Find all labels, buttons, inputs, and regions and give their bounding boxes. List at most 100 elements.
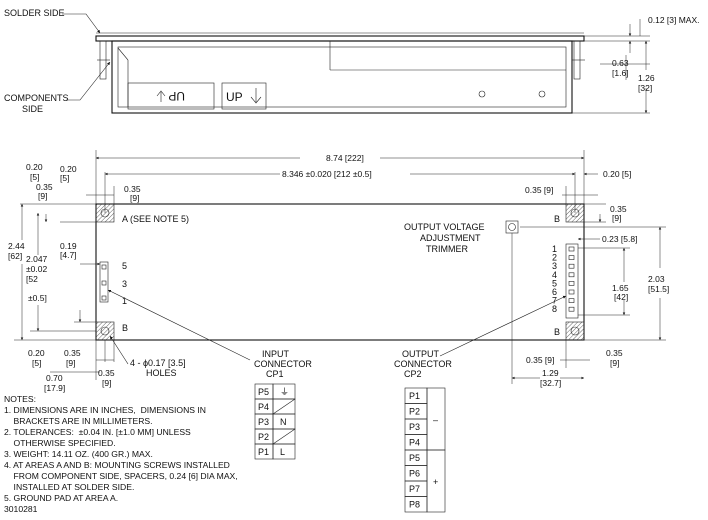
note-line: INSTALLED AT SOLDER SIDE. bbox=[4, 482, 135, 492]
svg-text:[1.6]: [1.6] bbox=[612, 68, 629, 78]
svg-text:[62]: [62] bbox=[8, 251, 22, 261]
svg-text:[32.7]: [32.7] bbox=[540, 378, 561, 388]
svg-text:0.20 [5]: 0.20 [5] bbox=[603, 169, 631, 179]
cp2-pin-number: 8 bbox=[552, 304, 557, 314]
svg-text:8.74 [222]: 8.74 [222] bbox=[326, 153, 364, 163]
svg-text:ADJUSTMENT: ADJUSTMENT bbox=[420, 233, 481, 243]
svg-text:5: 5 bbox=[122, 261, 127, 271]
board-outline bbox=[95, 203, 585, 341]
cp2-pin-label: P2 bbox=[409, 407, 420, 417]
cp2-pin-label: P4 bbox=[409, 438, 420, 448]
cp1-pin-label: P3 bbox=[258, 417, 269, 427]
note-line: 4. AT AREAS A AND B: MOUNTING SCREWS INS… bbox=[4, 460, 230, 470]
svg-text:OUTPUT: OUTPUT bbox=[402, 349, 440, 359]
cp2-minus-label: – bbox=[433, 415, 438, 425]
note-line: 1. DIMENSIONS ARE IN INCHES, DIMENSIONS … bbox=[4, 405, 206, 415]
svg-text:[9]: [9] bbox=[66, 358, 75, 368]
svg-text:[9]: [9] bbox=[612, 213, 621, 223]
cp2-pin-label: P1 bbox=[409, 391, 420, 401]
note-line: OTHERWISE SPECIFIED. bbox=[4, 438, 116, 448]
cp2-pin-number: 5 bbox=[552, 278, 557, 288]
svg-text:0.35 [9]: 0.35 [9] bbox=[526, 355, 554, 365]
notes-block: NOTES: 1. DIMENSIONS ARE IN INCHES, DIME… bbox=[4, 394, 254, 504]
svg-text:B: B bbox=[554, 214, 560, 224]
svg-text:[9]: [9] bbox=[130, 193, 139, 203]
voltage-trimmer bbox=[505, 220, 519, 234]
svg-text:INPUT: INPUT bbox=[262, 349, 290, 359]
svg-text:0.19: 0.19 bbox=[60, 241, 77, 251]
note-line: 3. WEIGHT: 14.11 OZ. (400 GR.) MAX. bbox=[4, 449, 153, 459]
svg-text:0.35: 0.35 bbox=[98, 368, 115, 378]
svg-text:[9]: [9] bbox=[610, 358, 619, 368]
cp2-pin bbox=[568, 298, 575, 303]
svg-text:[9]: [9] bbox=[38, 191, 47, 201]
cp2-pin bbox=[568, 306, 575, 312]
cp1-pin-label: P1 bbox=[258, 447, 269, 457]
svg-text:0.35: 0.35 bbox=[64, 348, 81, 358]
svg-text:CONNECTOR: CONNECTOR bbox=[394, 359, 452, 369]
cp2-pin-number: 7 bbox=[552, 296, 557, 306]
cp2-pin-number: 2 bbox=[552, 253, 557, 263]
cp1-pin-label: P5 bbox=[258, 387, 269, 397]
svg-text:[5]: [5] bbox=[32, 358, 41, 368]
mounting-pad-b-left bbox=[95, 321, 115, 341]
svg-text:2.047: 2.047 bbox=[26, 254, 48, 264]
svg-text:SIDE: SIDE bbox=[22, 104, 43, 114]
cp1-function: ⏚ bbox=[280, 387, 289, 397]
svg-text:0.35: 0.35 bbox=[606, 348, 623, 358]
svg-text:1.29: 1.29 bbox=[542, 368, 559, 378]
cp2-pin bbox=[568, 246, 575, 252]
cp2-pin bbox=[568, 289, 575, 295]
up-label bbox=[221, 82, 267, 110]
svg-text:0.35 [9]: 0.35 [9] bbox=[525, 185, 553, 195]
cp2-pin-label: P6 bbox=[409, 469, 420, 479]
cp2-pin-label: P7 bbox=[409, 484, 420, 494]
svg-text:UP: UP bbox=[226, 90, 243, 104]
document-number: 3010281 bbox=[4, 504, 38, 514]
svg-text:0.35: 0.35 bbox=[610, 204, 627, 214]
cp2-pin-number: 4 bbox=[552, 270, 557, 280]
svg-text:[5]: [5] bbox=[30, 172, 39, 182]
svg-text:1.26: 1.26 bbox=[638, 73, 655, 83]
note-line: 5. GROUND PAD AT AREA A. bbox=[4, 493, 119, 503]
svg-text:0.20: 0.20 bbox=[26, 162, 43, 172]
note-line: FROM COMPONENT SIDE, SPACERS, 0.24 [6] D… bbox=[4, 471, 238, 481]
cp2-plus-label: + bbox=[433, 477, 438, 487]
svg-text:[52: [52 bbox=[26, 274, 38, 284]
svg-text:0.70: 0.70 bbox=[46, 373, 63, 383]
svg-text:[9]: [9] bbox=[102, 378, 111, 388]
svg-text:[5]: [5] bbox=[60, 173, 69, 183]
cp2-pin-number: 3 bbox=[552, 261, 557, 271]
svg-text:HOLES: HOLES bbox=[146, 368, 177, 378]
svg-text:±0.02: ±0.02 bbox=[26, 264, 47, 274]
cp2-pin bbox=[568, 255, 575, 260]
svg-text:0.35: 0.35 bbox=[36, 182, 53, 192]
pcb-board bbox=[95, 35, 585, 42]
cp1-unused-slash bbox=[272, 398, 296, 415]
svg-text:B: B bbox=[554, 327, 560, 337]
svg-text:[32]: [32] bbox=[638, 83, 652, 93]
notes-title: NOTES: bbox=[4, 394, 36, 404]
cp1-pin-label: P2 bbox=[258, 432, 269, 442]
svg-text:0.12 [3] MAX.: 0.12 [3] MAX. bbox=[648, 15, 700, 25]
svg-text:1.65: 1.65 bbox=[612, 283, 629, 293]
mounting-pad-b-bottom-right bbox=[565, 321, 585, 341]
cp1-function: N bbox=[280, 417, 287, 427]
cp2-pin bbox=[568, 263, 575, 269]
svg-text:0.23 [5.8]: 0.23 [5.8] bbox=[602, 234, 637, 244]
cp2-pin-number: 6 bbox=[552, 287, 557, 297]
svg-text:[42]: [42] bbox=[614, 292, 628, 302]
top-view: A (SEE NOTE 5) B B B 5 3 1 OUTPUT VOLTAG… bbox=[8, 150, 669, 393]
svg-text:8.346 ±0.020 [212 ±0.5]: 8.346 ±0.020 [212 ±0.5] bbox=[282, 169, 372, 179]
svg-text:CP2: CP2 bbox=[404, 369, 422, 379]
svg-text:2.03: 2.03 bbox=[648, 274, 665, 284]
cp2-pin-label: P3 bbox=[409, 422, 420, 432]
cp2-pin-label: P8 bbox=[409, 500, 420, 510]
svg-text:CONNECTOR: CONNECTOR bbox=[254, 359, 312, 369]
cp2-pin bbox=[568, 281, 575, 286]
cp2-pin-label: P5 bbox=[409, 453, 420, 463]
up-label-inverted bbox=[127, 82, 215, 110]
svg-text:0.35: 0.35 bbox=[124, 184, 141, 194]
